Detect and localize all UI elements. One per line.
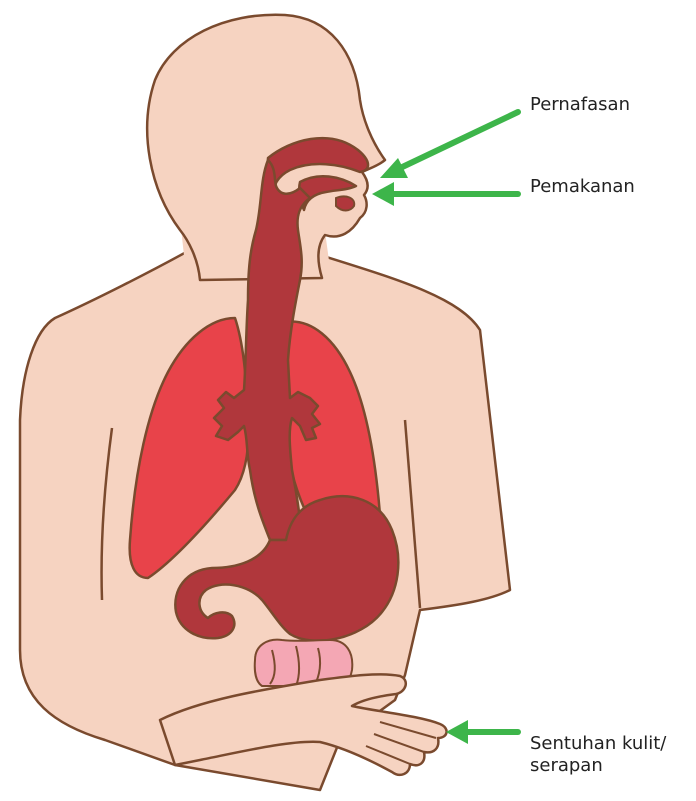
arrow-eating: [372, 182, 518, 206]
label-eating: Pemakanan: [530, 176, 635, 198]
arrow-breathing: [380, 112, 518, 178]
label-skin-line1: Sentuhan kulit/: [530, 733, 666, 755]
label-skin-absorption: Sentuhan kulit/ serapan: [530, 733, 666, 777]
tongue: [336, 196, 354, 210]
label-breathing: Pernafasan: [530, 94, 630, 116]
label-skin-line2: serapan: [530, 755, 666, 777]
arrow-skin: [446, 720, 518, 744]
